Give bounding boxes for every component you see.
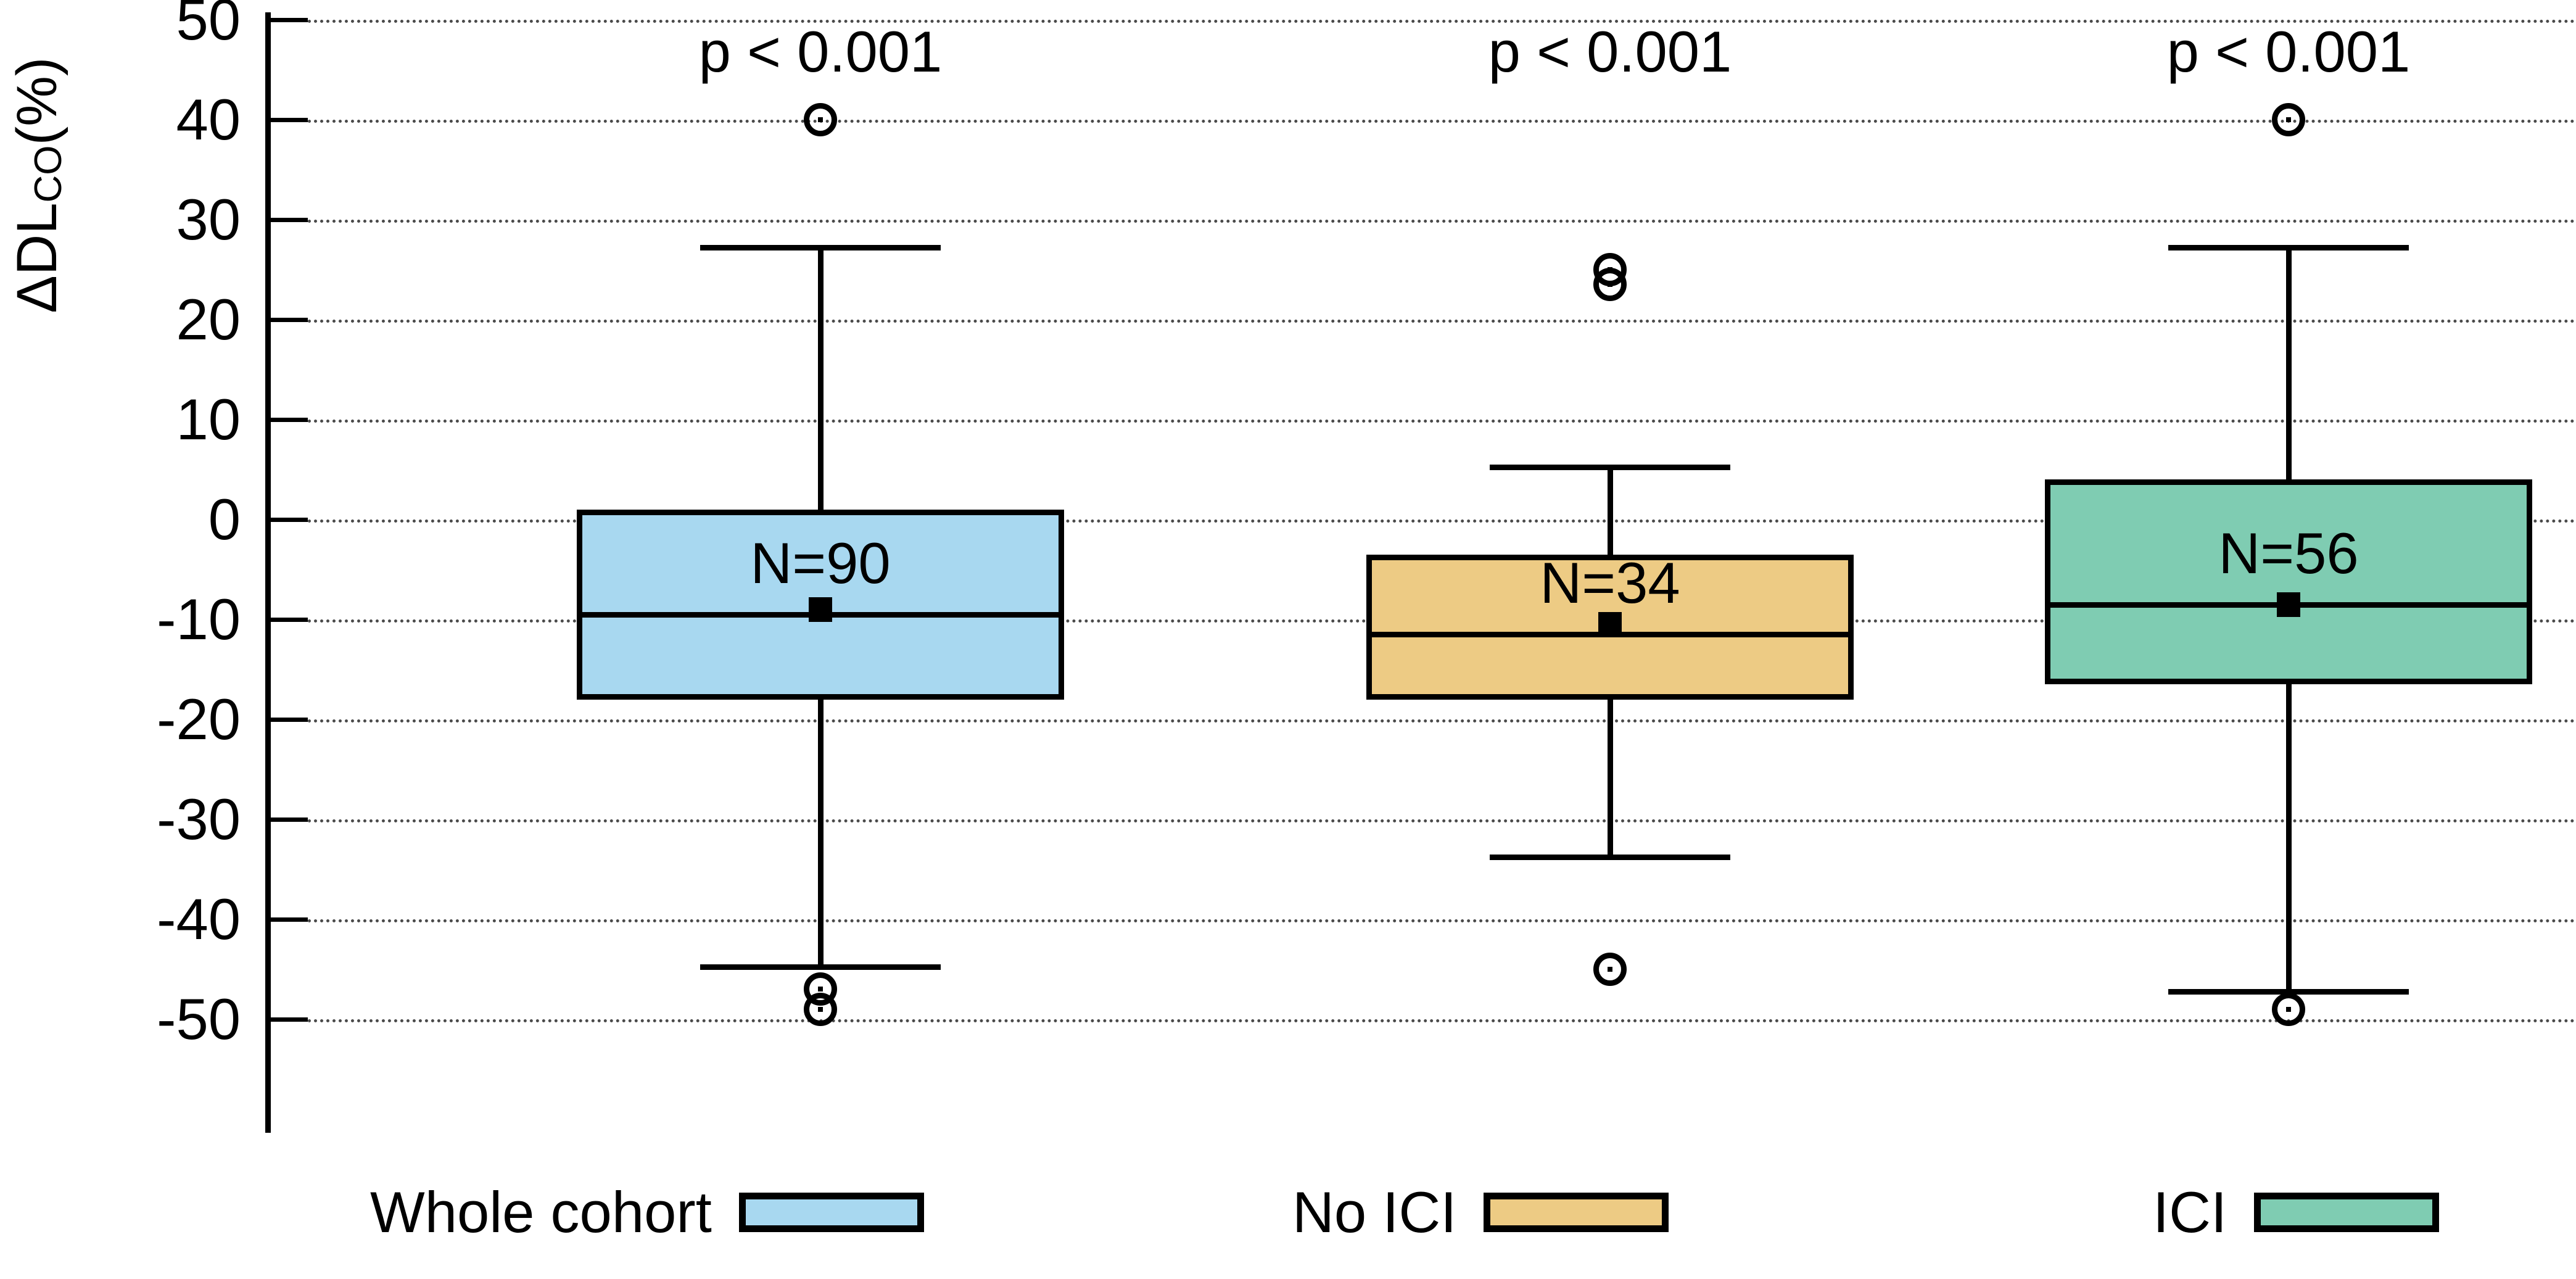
y-tick-label: 20 xyxy=(176,287,241,352)
legend-swatch xyxy=(738,1193,924,1232)
legend-item-2[interactable]: No ICI xyxy=(1292,1183,1669,1241)
whisker-lower xyxy=(818,699,824,964)
outlier-point[interactable] xyxy=(804,992,837,1026)
whisker-cap-upper xyxy=(1490,464,1730,470)
sample-size-label: N=90 xyxy=(750,530,891,595)
gridline xyxy=(308,819,2576,822)
p-value-annotation: p < 0.001 xyxy=(2166,19,2411,84)
y-tick-mark xyxy=(271,817,308,822)
legend-item-3[interactable]: ICI xyxy=(2153,1180,2440,1244)
y-tick-label: -10 xyxy=(157,587,241,652)
y-tick-mark xyxy=(271,118,308,122)
y-tick-mark xyxy=(271,718,308,722)
y-tick-mark xyxy=(271,318,308,322)
whisker-lower xyxy=(2286,684,2292,990)
gridline xyxy=(308,519,2576,523)
y-tick-label: -40 xyxy=(157,887,241,951)
y-tick-mark xyxy=(271,218,308,222)
y-axis-tick-labels: 50 40 30 20 10 0 -10 -20 -30 -40 -50 xyxy=(37,0,241,1279)
y-tick-mark xyxy=(271,1017,308,1022)
p-value-annotation: p < 0.001 xyxy=(1488,19,1732,84)
mean-marker xyxy=(809,597,832,622)
whisker-cap-lower xyxy=(1490,854,1730,860)
y-tick-label: 30 xyxy=(176,187,241,252)
whisker-lower xyxy=(1608,699,1613,855)
gridline xyxy=(308,220,2576,223)
gridline xyxy=(308,120,2576,123)
gridline xyxy=(308,320,2576,323)
y-tick-label: 10 xyxy=(176,387,241,452)
y-axis-spine xyxy=(265,12,271,1133)
gridline xyxy=(308,719,2576,722)
outlier-point[interactable] xyxy=(2272,103,2305,136)
gridline xyxy=(308,420,2576,423)
box-iqr[interactable] xyxy=(2045,479,2532,685)
y-tick-label: -30 xyxy=(157,787,241,851)
sample-size-label: N=56 xyxy=(2218,520,2359,586)
mean-marker xyxy=(2277,592,2300,617)
y-tick-mark xyxy=(271,518,308,522)
y-tick-label: 0 xyxy=(208,487,241,552)
legend-label: Whole cohort xyxy=(370,1180,712,1244)
whisker-cap-upper xyxy=(2168,244,2409,250)
outlier-point[interactable] xyxy=(2272,992,2305,1026)
gridline xyxy=(308,919,2576,922)
outlier-point[interactable] xyxy=(1593,268,1627,302)
legend-label: No ICI xyxy=(1292,1180,1457,1244)
y-tick-mark xyxy=(271,18,308,22)
sample-size-label: N=34 xyxy=(1540,550,1680,616)
gridline xyxy=(308,20,2576,23)
legend: Whole cohort No ICI ICI xyxy=(0,1160,2576,1279)
y-tick-mark xyxy=(271,418,308,422)
y-tick-label: 50 xyxy=(176,0,241,52)
whisker-upper xyxy=(2286,244,2292,480)
outlier-point[interactable] xyxy=(1593,953,1627,986)
whisker-cap-lower xyxy=(2168,989,2409,995)
mean-marker xyxy=(1598,612,1622,637)
whisker-upper xyxy=(1608,464,1613,555)
gridline xyxy=(308,1019,2576,1022)
whisker-cap-upper xyxy=(700,244,941,250)
y-tick-mark xyxy=(271,618,308,622)
whisker-upper xyxy=(818,244,824,510)
p-value-annotation: p < 0.001 xyxy=(698,19,943,84)
y-tick-mark xyxy=(271,917,308,922)
y-tick-label: 40 xyxy=(176,87,241,152)
legend-swatch xyxy=(1484,1193,1669,1232)
legend-swatch xyxy=(2254,1193,2440,1232)
legend-label: ICI xyxy=(2153,1180,2227,1244)
outlier-point[interactable] xyxy=(804,103,837,136)
y-tick-label: -20 xyxy=(157,687,241,751)
whisker-cap-lower xyxy=(700,964,941,970)
y-tick-label: -50 xyxy=(157,987,241,1051)
legend-item-1[interactable]: Whole cohort xyxy=(370,1183,924,1241)
